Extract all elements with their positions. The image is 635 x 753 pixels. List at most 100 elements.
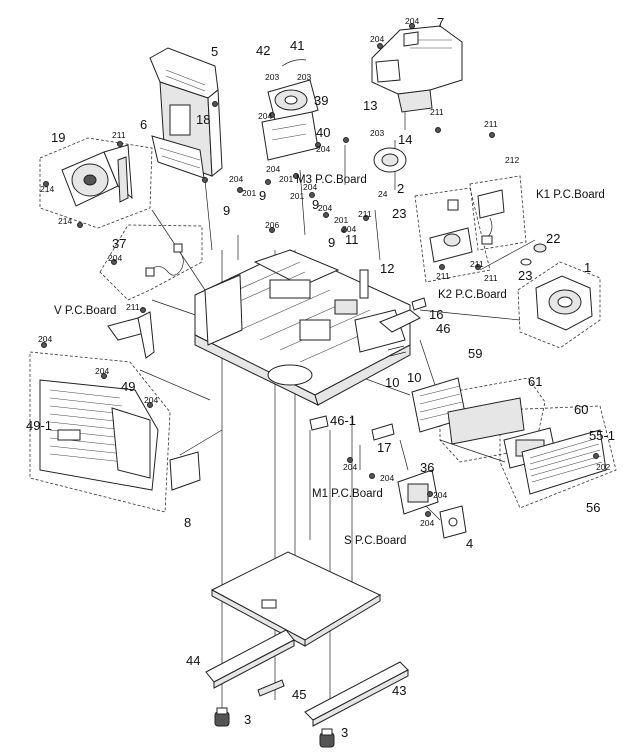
label-3-right: 3 bbox=[341, 725, 348, 740]
label-39: 39 bbox=[314, 93, 328, 108]
screw-label-204-9c: 204 bbox=[303, 182, 317, 192]
label-k2-pc-board: K2 P.C.Board bbox=[438, 289, 507, 301]
part-45-strip bbox=[257, 679, 285, 697]
label-44: 44 bbox=[186, 653, 200, 668]
label-4: 4 bbox=[466, 536, 473, 551]
part-3-foot-left bbox=[214, 707, 230, 727]
part-44-foot-rail bbox=[205, 629, 295, 689]
screw-label-212: 212 bbox=[505, 155, 519, 165]
v-pc-board bbox=[107, 311, 155, 359]
screw-markers bbox=[41, 23, 599, 517]
label-37: 37 bbox=[112, 236, 126, 251]
screw-label-204-9a: 204 bbox=[229, 174, 243, 184]
label-m1-pc-board: M1 P.C.Board bbox=[312, 488, 383, 500]
label-46-1: 46-1 bbox=[330, 413, 356, 428]
label-16: 16 bbox=[429, 307, 443, 322]
label-22: 22 bbox=[546, 231, 560, 246]
part-36-s-pc-board bbox=[397, 469, 439, 515]
part-39-40-fan-assembly bbox=[261, 59, 319, 161]
screw-label-204-9b: 204 bbox=[266, 164, 280, 174]
screw-label-201b: 201 bbox=[279, 174, 293, 184]
screw-label-204-49c: 204 bbox=[144, 395, 158, 405]
main-chassis bbox=[194, 249, 411, 406]
screw-label-211-19: 211 bbox=[112, 130, 126, 140]
screw-label-211-k2c: 211 bbox=[484, 273, 498, 283]
part-2-small-blower bbox=[373, 147, 407, 173]
label-14: 14 bbox=[398, 132, 412, 147]
part-5-duct-cover bbox=[149, 47, 223, 179]
label-17: 17 bbox=[377, 440, 391, 455]
label-40: 40 bbox=[316, 125, 330, 140]
label-43: 43 bbox=[392, 683, 406, 698]
part-4-bracket bbox=[439, 505, 467, 539]
screw-label-211-r2: 211 bbox=[484, 119, 498, 129]
label-60: 60 bbox=[574, 402, 588, 417]
screw-label-204-40a: 204 bbox=[258, 111, 272, 121]
pc-board-labels: K1 P.C.Board K2 P.C.Board M3 P.C.Board V… bbox=[54, 174, 605, 547]
screw-label-201d: 201 bbox=[334, 215, 348, 225]
part-number-labels: 1 2 3 3 4 5 6 7 8 9 9 9 9 10 10 11 12 13… bbox=[26, 15, 615, 740]
label-46: 46 bbox=[436, 321, 450, 336]
part-17-10-strips bbox=[309, 345, 407, 441]
screw-label-204-37: 204 bbox=[108, 253, 122, 263]
label-9-b: 9 bbox=[259, 188, 266, 203]
label-49-1: 49-1 bbox=[26, 418, 52, 433]
screw-label-204-36b: 204 bbox=[433, 490, 447, 500]
label-42: 42 bbox=[256, 43, 270, 58]
label-59: 59 bbox=[468, 346, 482, 361]
label-18: 18 bbox=[196, 112, 210, 127]
screw-label-203-2: 203 bbox=[370, 128, 384, 138]
label-8: 8 bbox=[184, 515, 191, 530]
group-outline-fan-19 bbox=[39, 137, 153, 229]
k1-pc-board bbox=[477, 189, 505, 245]
label-5: 5 bbox=[211, 44, 218, 59]
part-56-grille bbox=[521, 429, 607, 495]
screw-label-214b: 214 bbox=[58, 216, 72, 226]
label-61: 61 bbox=[528, 374, 542, 389]
label-23-b: 23 bbox=[518, 268, 532, 283]
screw-label-211-mid: 211 bbox=[358, 209, 372, 219]
screw-label-204-36a: 204 bbox=[380, 473, 394, 483]
screw-label-204-9d: 204 bbox=[342, 224, 356, 234]
part-7-top-duct bbox=[371, 25, 463, 113]
label-49: 49 bbox=[121, 379, 135, 394]
label-2: 2 bbox=[397, 181, 404, 196]
label-56: 56 bbox=[586, 500, 600, 515]
label-13: 13 bbox=[363, 98, 377, 113]
part-43-rail bbox=[304, 661, 409, 727]
screw-label-201a: 201 bbox=[242, 188, 256, 198]
group-outline-k1 bbox=[469, 175, 527, 251]
screw-label-204-m1: 204 bbox=[343, 462, 357, 472]
label-45: 45 bbox=[292, 687, 306, 702]
label-s-pc-board: S P.C.Board bbox=[344, 535, 406, 547]
label-55-1: 55-1 bbox=[589, 428, 615, 443]
label-k1-pc-board: K1 P.C.Board bbox=[536, 189, 605, 201]
screw-label-202: 202 bbox=[596, 462, 610, 472]
part-3-foot-right bbox=[319, 728, 335, 748]
screw-label-204-7b: 204 bbox=[405, 16, 419, 26]
screw-label-201c: 201 bbox=[290, 191, 304, 201]
label-v-pc-board: V P.C.Board bbox=[54, 305, 116, 317]
part-61-filter bbox=[447, 397, 525, 445]
label-23-a: 23 bbox=[392, 206, 406, 221]
label-m3-pc-board: M3 P.C.Board bbox=[296, 174, 367, 186]
label-9-c: 9 bbox=[312, 197, 319, 212]
screw-label-211-r1: 211 bbox=[430, 107, 444, 117]
group-outline-filter-56 bbox=[499, 405, 617, 509]
part-49-front-panel bbox=[39, 379, 159, 491]
part-37-wire-harness bbox=[145, 243, 184, 277]
screw-label-204-49a: 204 bbox=[38, 334, 52, 344]
screw-label-211-k2a: 211 bbox=[436, 271, 450, 281]
screw-label-204-49b: 204 bbox=[95, 366, 109, 376]
label-19: 19 bbox=[51, 130, 65, 145]
label-41: 41 bbox=[290, 38, 304, 53]
screw-label-206: 206 bbox=[265, 220, 279, 230]
screw-label-204-7a: 204 bbox=[370, 34, 384, 44]
label-11: 11 bbox=[345, 232, 359, 247]
screw-number-labels: 204 204 211 211 212 203 211 214 214 203 … bbox=[38, 16, 610, 528]
screw-label-203-39b: 203 bbox=[297, 72, 311, 82]
label-7: 7 bbox=[437, 15, 444, 30]
part-8-filter-sheet bbox=[169, 451, 201, 491]
screw-label-211-k2b: 211 bbox=[470, 259, 484, 269]
